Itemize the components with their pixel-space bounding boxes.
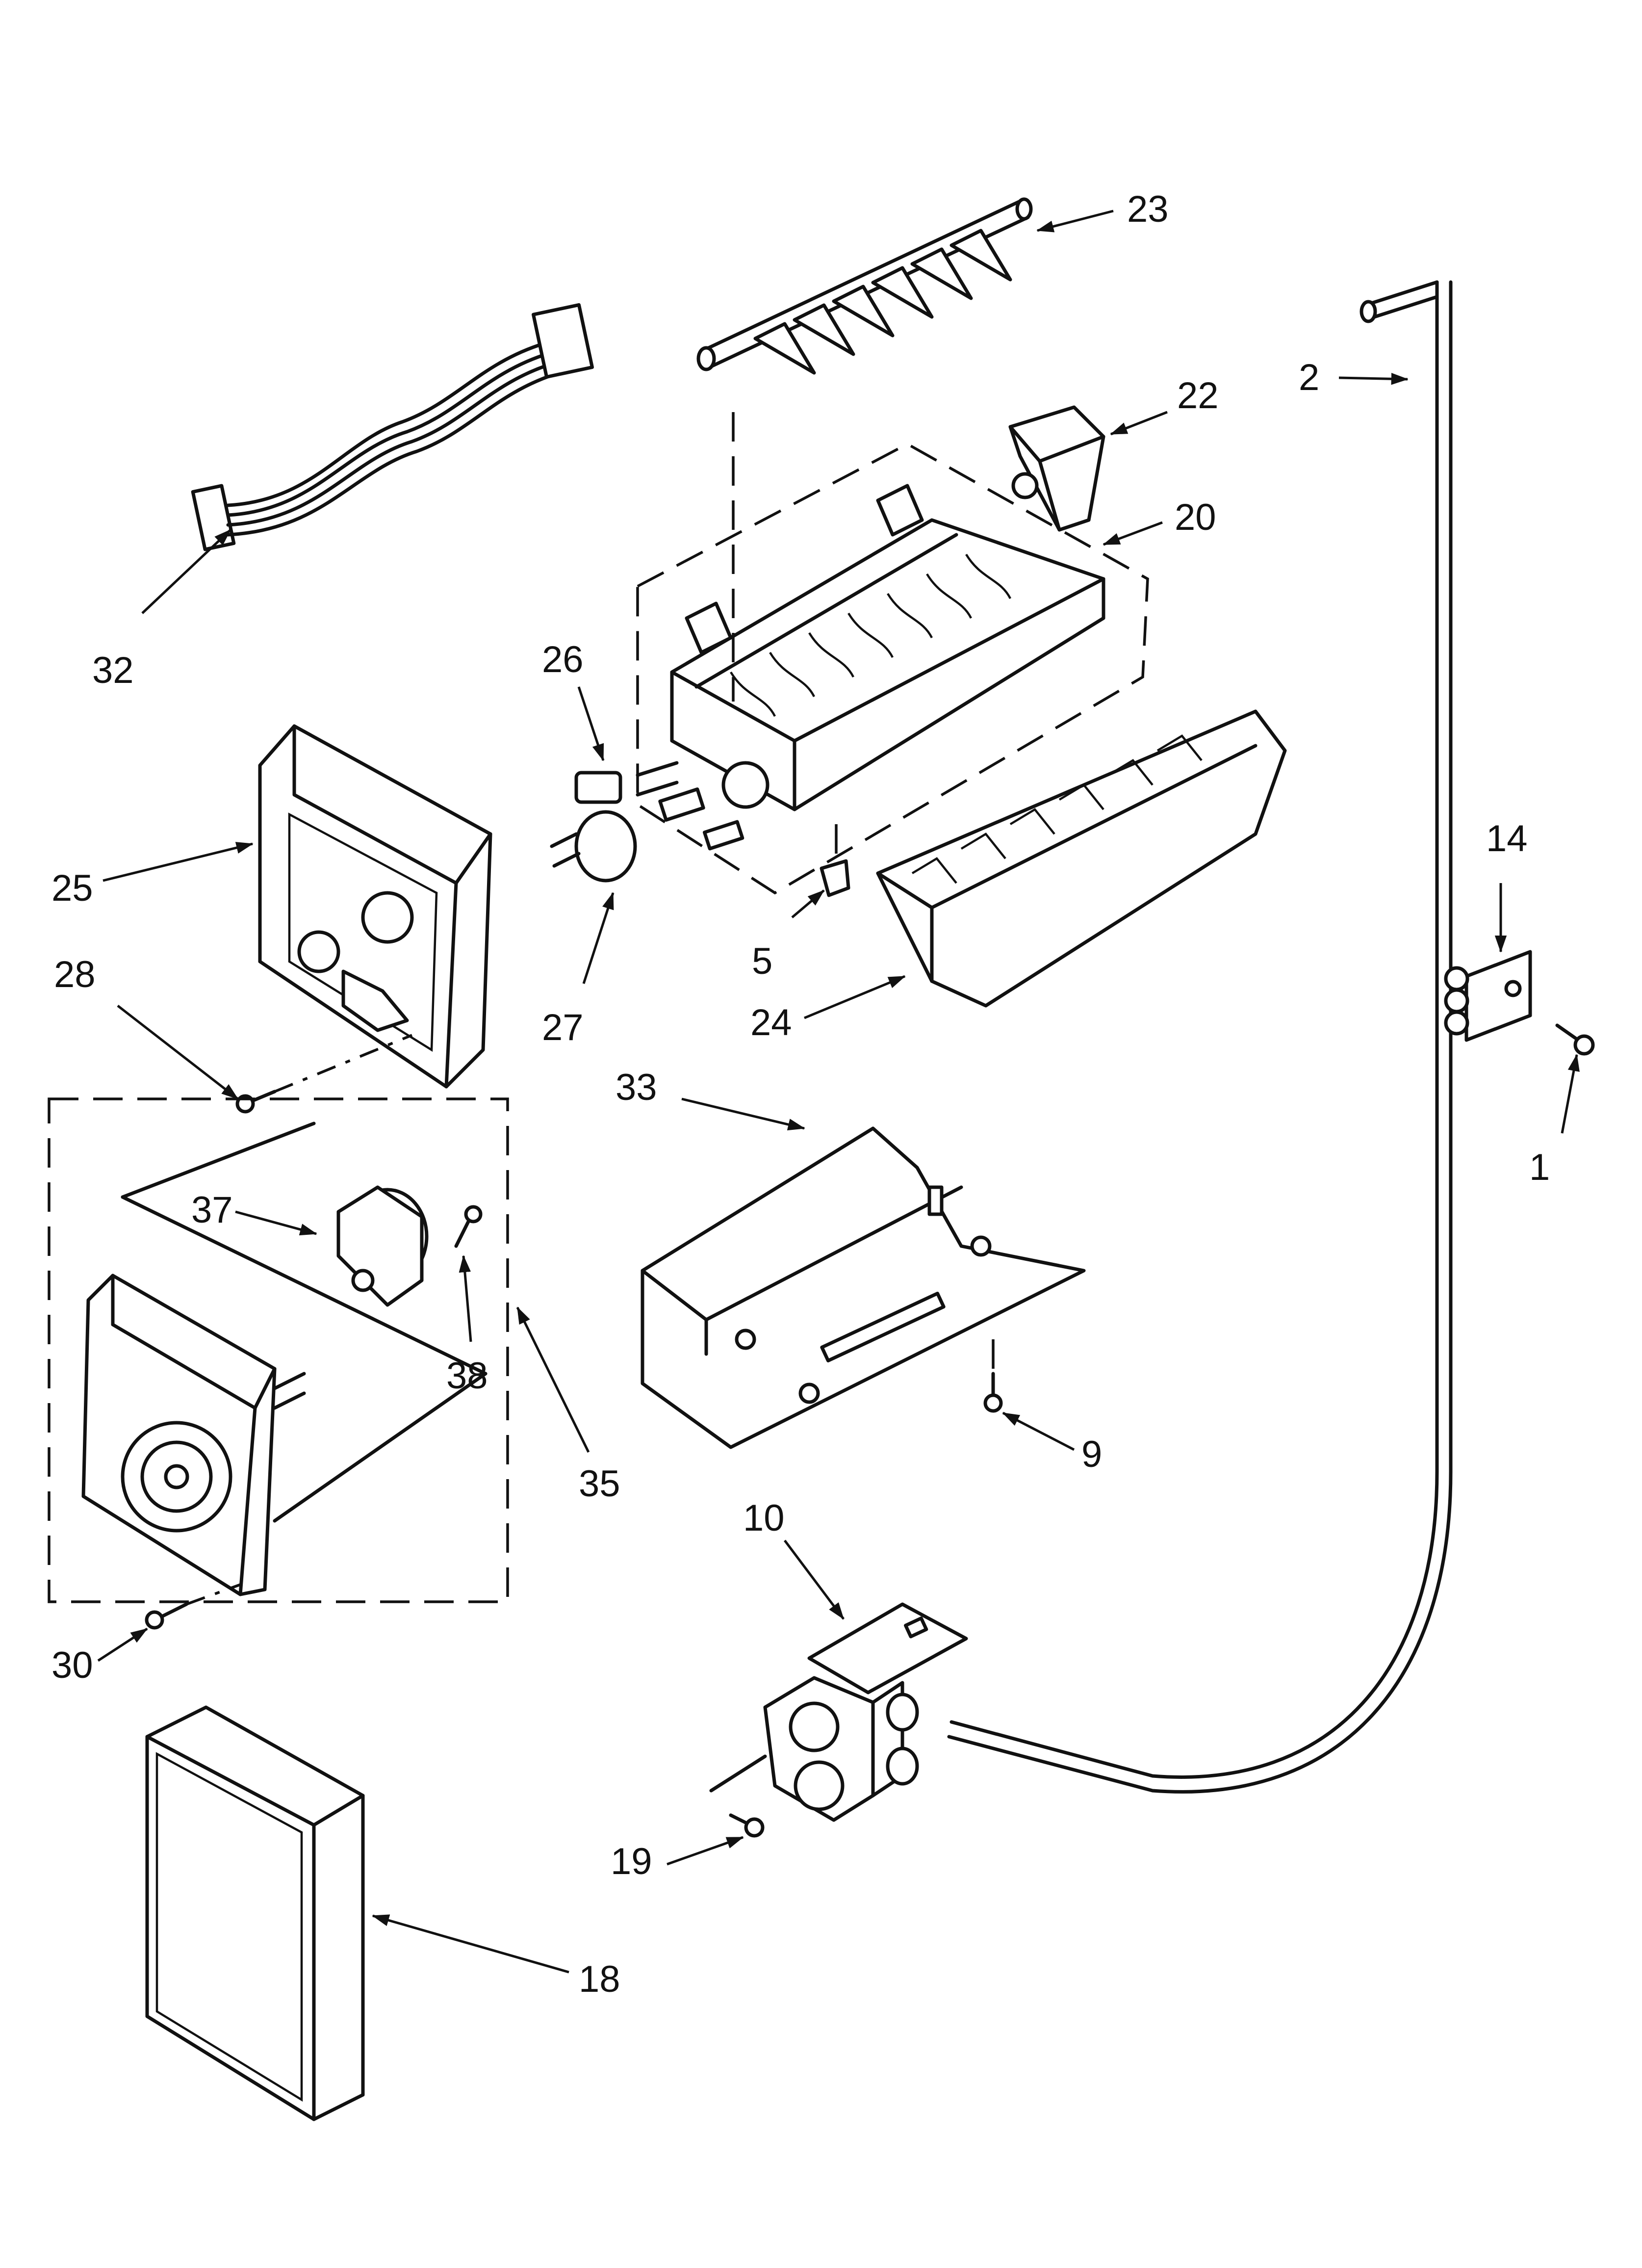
callout-37: 37	[191, 1189, 233, 1231]
callout-19: 19	[611, 1841, 652, 1882]
screw-part-38	[454, 1205, 483, 1248]
callout-24: 24	[750, 1002, 792, 1043]
gear-housing	[81, 1274, 306, 1596]
water-valve-part-10	[763, 1602, 968, 1822]
screw-part-9	[983, 1372, 1003, 1413]
wire-harness-part-32	[191, 303, 594, 551]
module-plate	[121, 1121, 487, 1523]
screw-part-19	[729, 1813, 765, 1838]
callout-35: 35	[579, 1463, 620, 1505]
fill-cup-part-22	[1008, 405, 1105, 532]
callout-33: 33	[616, 1067, 657, 1108]
callout-32: 32	[92, 650, 134, 691]
callout-30: 30	[51, 1644, 93, 1686]
motor-part-37	[336, 1185, 429, 1307]
callout-9: 9	[1081, 1434, 1102, 1475]
callout-10: 10	[743, 1497, 785, 1539]
ice-mold-part-20	[636, 442, 1149, 895]
alignment-line	[186, 1583, 241, 1606]
alignment-line	[274, 1034, 413, 1093]
callout-labels: 23 2 22 20 32 26 25 27 5 24 14 1 28 33 3…	[51, 188, 1550, 2000]
bearing-clip-part-5	[820, 859, 850, 897]
callout-25: 25	[51, 867, 93, 909]
callout-23: 23	[1127, 188, 1169, 230]
callout-2: 2	[1299, 357, 1319, 398]
callout-22: 22	[1177, 375, 1219, 417]
callout-26: 26	[542, 639, 584, 680]
callout-1: 1	[1529, 1147, 1550, 1188]
tube-part-2	[947, 280, 1453, 1794]
ice-stripper-part-24	[876, 709, 1287, 1008]
screw-part-28	[235, 1090, 277, 1114]
clamp-part-14	[1444, 950, 1532, 1042]
screw-part-1	[1555, 1023, 1595, 1056]
leader-arrows	[97, 209, 1580, 1974]
thermostat-part-27	[550, 761, 744, 883]
valve-bracket-line	[709, 1754, 767, 1793]
cover-part-18	[145, 1705, 365, 2121]
callout-27: 27	[542, 1007, 584, 1048]
callout-38: 38	[446, 1355, 488, 1397]
callout-20: 20	[1175, 496, 1216, 538]
callout-18: 18	[579, 1958, 620, 2000]
control-housing-part-25	[258, 724, 492, 1089]
screw-part-30	[145, 1602, 188, 1630]
ejector-shaft-part-23	[696, 197, 1033, 375]
callout-14: 14	[1486, 818, 1528, 860]
callout-5: 5	[752, 940, 772, 982]
callout-28: 28	[54, 954, 96, 995]
shelf-part-33	[641, 1126, 1086, 1449]
